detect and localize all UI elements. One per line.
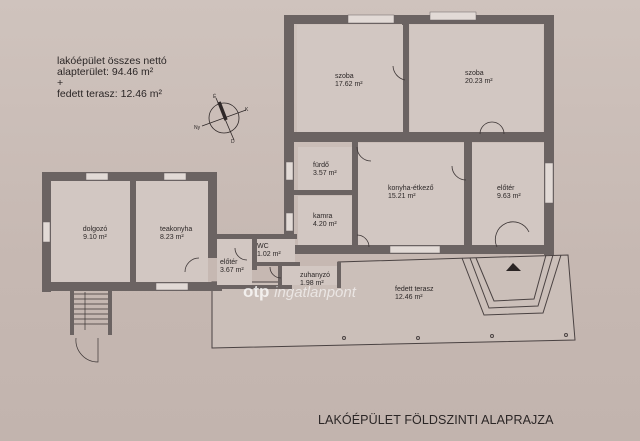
staircase xyxy=(74,292,108,363)
area-summary: lakóépület összes nettó alapterület: 94.… xyxy=(57,56,167,100)
compass-west-label: Ny xyxy=(194,125,201,131)
compass-icon xyxy=(201,97,247,141)
main-floors xyxy=(297,25,544,245)
compass-north-label: É xyxy=(213,94,217,100)
compass-south-label: D xyxy=(231,139,235,145)
watermark: otp ingatlanpont xyxy=(243,282,356,301)
summary-line-2: alapterület: 94.46 m² xyxy=(57,66,154,78)
summary-plus: + xyxy=(57,77,64,89)
plan-title: LAKÓÉPÜLET FÖLDSZINTI ALAPRAJZA xyxy=(318,413,554,427)
summary-line-4: fedett terasz: 12.46 m² xyxy=(57,88,163,100)
summary-line-1: lakóépület összes nettó xyxy=(57,55,167,67)
compass-east-label: K xyxy=(245,107,249,113)
